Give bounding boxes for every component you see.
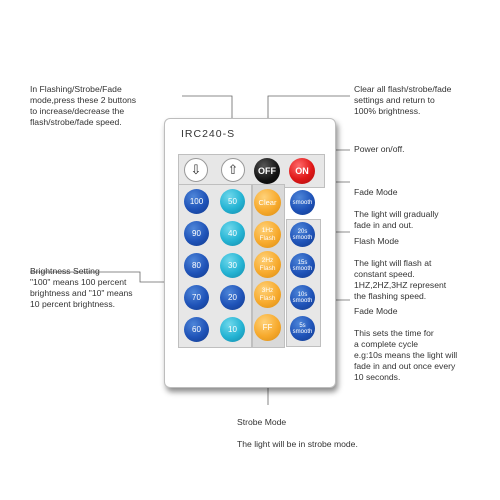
- note-brightness: Brightness Setting "100" means 100 perce…: [30, 266, 133, 309]
- note-fade-mode: Fade Mode The light will gradually fade …: [354, 176, 494, 231]
- note-fade-body: The light will gradually fade in and out…: [354, 209, 439, 230]
- strobe-ff-button[interactable]: FF: [254, 314, 281, 341]
- note-fade-time-body: This sets the time for a complete cycle …: [354, 328, 458, 382]
- on-button[interactable]: ON: [289, 158, 315, 184]
- fade-10s-button[interactable]: 10s smooth: [290, 285, 315, 310]
- note-clear: Clear all flash/strobe/fade settings and…: [354, 84, 452, 116]
- note-strobe-mode: Strobe Mode The light will be in strobe …: [237, 406, 437, 450]
- note-flash-body: The light will flash at constant speed. …: [354, 258, 447, 301]
- note-fade-time: Fade Mode This sets the time for a compl…: [354, 295, 494, 383]
- brightness-50-button[interactable]: 50: [220, 189, 245, 214]
- fade-smooth-button[interactable]: smooth: [290, 190, 315, 215]
- brightness-70-button[interactable]: 70: [184, 285, 209, 310]
- speed-up-button[interactable]: ⇧: [221, 158, 245, 182]
- brightness-40-button[interactable]: 40: [220, 221, 245, 246]
- brightness-10-button[interactable]: 10: [220, 317, 245, 342]
- fade-20s-button[interactable]: 20s smooth: [290, 222, 315, 247]
- speed-down-button[interactable]: ⇩: [184, 158, 208, 182]
- clear-button[interactable]: Clear: [254, 189, 281, 216]
- arrow-down-icon: ⇩: [190, 162, 202, 177]
- note-strobe-title: Strobe Mode: [237, 417, 287, 427]
- note-fade-time-title: Fade Mode: [354, 306, 398, 316]
- flash-1hz-button[interactable]: 1Hz Flash: [254, 221, 281, 248]
- off-label: OFF: [258, 166, 276, 176]
- off-button[interactable]: OFF: [254, 158, 280, 184]
- note-flash-title: Flash Mode: [354, 236, 399, 246]
- note-flash-mode: Flash Mode The light will flash at const…: [354, 225, 494, 302]
- brightness-90-button[interactable]: 90: [184, 221, 209, 246]
- note-fade-title: Fade Mode: [354, 187, 398, 197]
- brightness-30-button[interactable]: 30: [220, 253, 245, 278]
- flash-2hz-button[interactable]: 2Hz Flash: [254, 251, 281, 278]
- brightness-80-button[interactable]: 80: [184, 253, 209, 278]
- fade-15s-button[interactable]: 15s smooth: [290, 253, 315, 278]
- model-label: IRC240-S: [181, 128, 236, 140]
- brightness-20-button[interactable]: 20: [220, 285, 245, 310]
- note-strobe-body: The light will be in strobe mode.: [237, 439, 358, 449]
- on-label: ON: [295, 166, 309, 176]
- brightness-60-button[interactable]: 60: [184, 317, 209, 342]
- brightness-100-button[interactable]: 100: [184, 189, 209, 214]
- fade-5s-button[interactable]: 5s smooth: [290, 316, 315, 341]
- note-speed-buttons: In Flashing/Strobe/Fade mode,press these…: [30, 84, 137, 127]
- flash-3hz-button[interactable]: 3Hz Flash: [254, 281, 281, 308]
- arrow-up-icon: ⇧: [227, 162, 239, 177]
- note-power: Power on/off.: [354, 144, 405, 154]
